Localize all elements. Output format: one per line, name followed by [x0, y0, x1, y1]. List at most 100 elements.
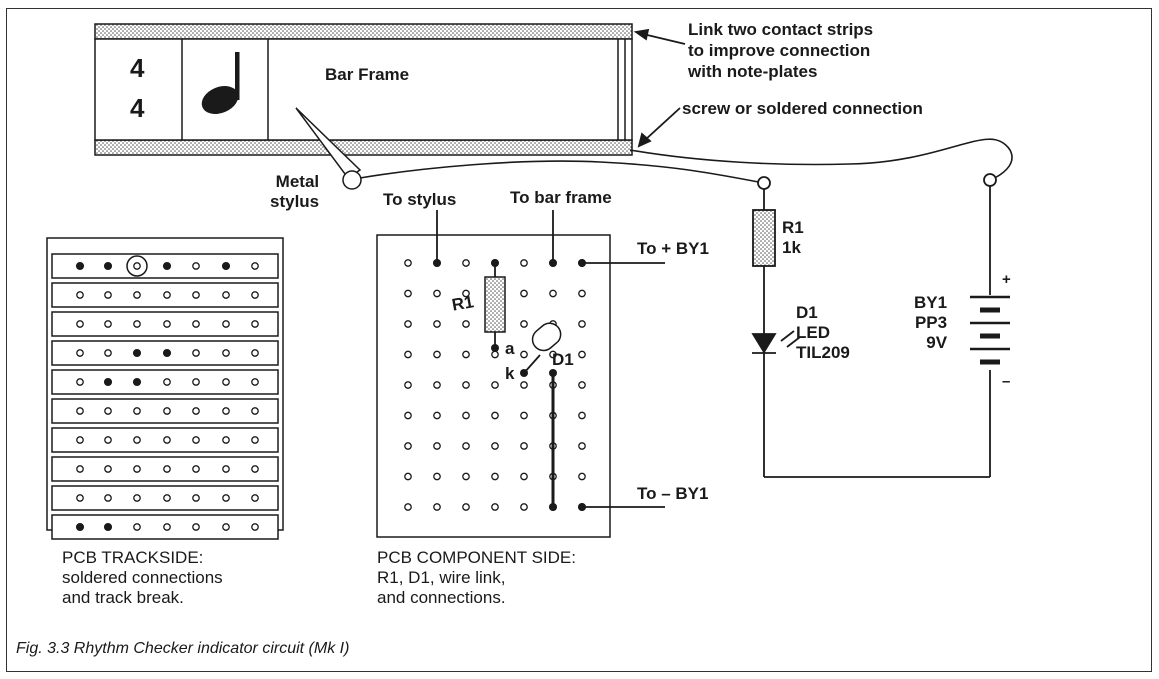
- solder-joint: [103, 377, 113, 387]
- pcb-hole: [192, 523, 200, 531]
- pcb-hole: [549, 350, 557, 359]
- link-strips-note: Link two contact strips to improve conne…: [688, 20, 874, 81]
- pcb-hole: [462, 259, 470, 267]
- battery-minus: –: [1002, 373, 1011, 390]
- pcb-hole: [491, 350, 499, 359]
- pcb-hole: [578, 442, 586, 450]
- d1-led-symbol: [751, 333, 777, 354]
- pcb-hole: [404, 350, 412, 359]
- pcb-hole: [76, 349, 84, 357]
- pcb-hole: [222, 494, 230, 502]
- solder-joint: [162, 261, 172, 271]
- solder-joint: [132, 348, 142, 358]
- pcb-hole: [104, 291, 112, 299]
- pcb-hole: [578, 411, 586, 420]
- to-minus-battery-label: To – BY1: [637, 484, 709, 503]
- copper-strip: [51, 340, 279, 366]
- pcb-hole: [491, 442, 499, 450]
- pcb-hole: [251, 407, 259, 415]
- pcb-hole: [133, 465, 141, 473]
- r1-pcb-label: R1: [450, 292, 476, 315]
- pcb-hole: [133, 494, 141, 502]
- pcb-hole: [163, 465, 171, 473]
- solder-joint: [75, 261, 85, 271]
- pcb-hole: [133, 523, 141, 531]
- pcb-hole: [433, 503, 441, 511]
- pcb-hole: [76, 436, 84, 444]
- pcb-hole: [520, 259, 528, 267]
- figure-caption: Fig. 3.3 Rhythm Checker indicator circui…: [16, 640, 350, 657]
- pcb-hole: [520, 289, 528, 298]
- pcb-hole: [578, 289, 586, 298]
- metal-stylus: [295, 107, 362, 190]
- pcb-hole: [462, 503, 470, 511]
- pcb-hole: [76, 407, 84, 415]
- bar-frame-label: Bar Frame: [325, 65, 410, 84]
- pcb-hole: [462, 350, 470, 359]
- pcb-hole: [404, 472, 412, 481]
- pcb-hole: [404, 259, 412, 267]
- bar-frame: [94, 23, 633, 156]
- r1-resistor-symbol: [752, 209, 776, 267]
- pcb-hole: [163, 523, 171, 531]
- solder-joint: [103, 522, 113, 532]
- pcb-trackside: [46, 237, 284, 540]
- pcb-component-side: [376, 210, 665, 538]
- battery-plus: +: [1002, 271, 1011, 288]
- pcb-hole: [222, 291, 230, 299]
- pcb-hole: [404, 289, 412, 298]
- pcb-hole: [433, 350, 441, 359]
- solder-joint: [221, 261, 231, 271]
- pcb-hole: [549, 289, 557, 298]
- pcb-hole: [222, 465, 230, 473]
- pcb-hole: [251, 465, 259, 473]
- battery-label: BY1 PP3 9V: [914, 293, 948, 352]
- pcb-hole: [251, 378, 259, 386]
- pcb-hole: [133, 262, 141, 270]
- figure-border: [6, 8, 1152, 672]
- pcb-hole: [76, 320, 84, 328]
- pcb-hole: [133, 291, 141, 299]
- pcb-hole: [133, 320, 141, 328]
- pcb-hole: [76, 465, 84, 473]
- pcb-hole: [404, 381, 412, 389]
- pcb-hole: [433, 442, 441, 450]
- pcb-hole: [222, 523, 230, 531]
- pcb-hole: [163, 407, 171, 415]
- pcb-hole: [192, 407, 200, 415]
- r1-schematic-label: R1 1k: [782, 218, 804, 257]
- pcb-hole: [76, 378, 84, 386]
- pcb-hole: [404, 411, 412, 420]
- pcb-hole: [163, 291, 171, 299]
- pcb-hole: [133, 436, 141, 444]
- pcb-hole: [104, 465, 112, 473]
- pcb-hole: [404, 320, 412, 328]
- pcb-hole: [251, 436, 259, 444]
- pcb-hole: [462, 289, 470, 298]
- pcb-hole: [222, 436, 230, 444]
- pcb-hole: [104, 349, 112, 357]
- pcb-hole: [192, 262, 200, 270]
- pcb-hole: [104, 436, 112, 444]
- pcb-hole: [222, 407, 230, 415]
- pcb-hole: [491, 472, 499, 481]
- pcb-hole: [462, 472, 470, 481]
- component-side-caption: PCB COMPONENT SIDE: R1, D1, wire link, a…: [377, 548, 576, 607]
- pcb-hole: [163, 320, 171, 328]
- pcb-hole: [192, 494, 200, 502]
- pcb-hole: [251, 349, 259, 357]
- quarter-note-icon: [201, 52, 240, 114]
- pcb-hole: [433, 472, 441, 481]
- pcb-hole: [491, 503, 499, 511]
- pcb-hole: [251, 494, 259, 502]
- pcb-hole: [578, 472, 586, 481]
- pcb-hole: [163, 494, 171, 502]
- pcb-hole: [433, 289, 441, 298]
- cathode-label: k: [505, 364, 515, 383]
- pcb-hole: [520, 472, 528, 481]
- pcb-hole: [76, 494, 84, 502]
- pcb-hole: [251, 523, 259, 531]
- pcb-hole: [104, 407, 112, 415]
- pcb-hole: [462, 320, 470, 328]
- battery-symbol: [970, 295, 1010, 365]
